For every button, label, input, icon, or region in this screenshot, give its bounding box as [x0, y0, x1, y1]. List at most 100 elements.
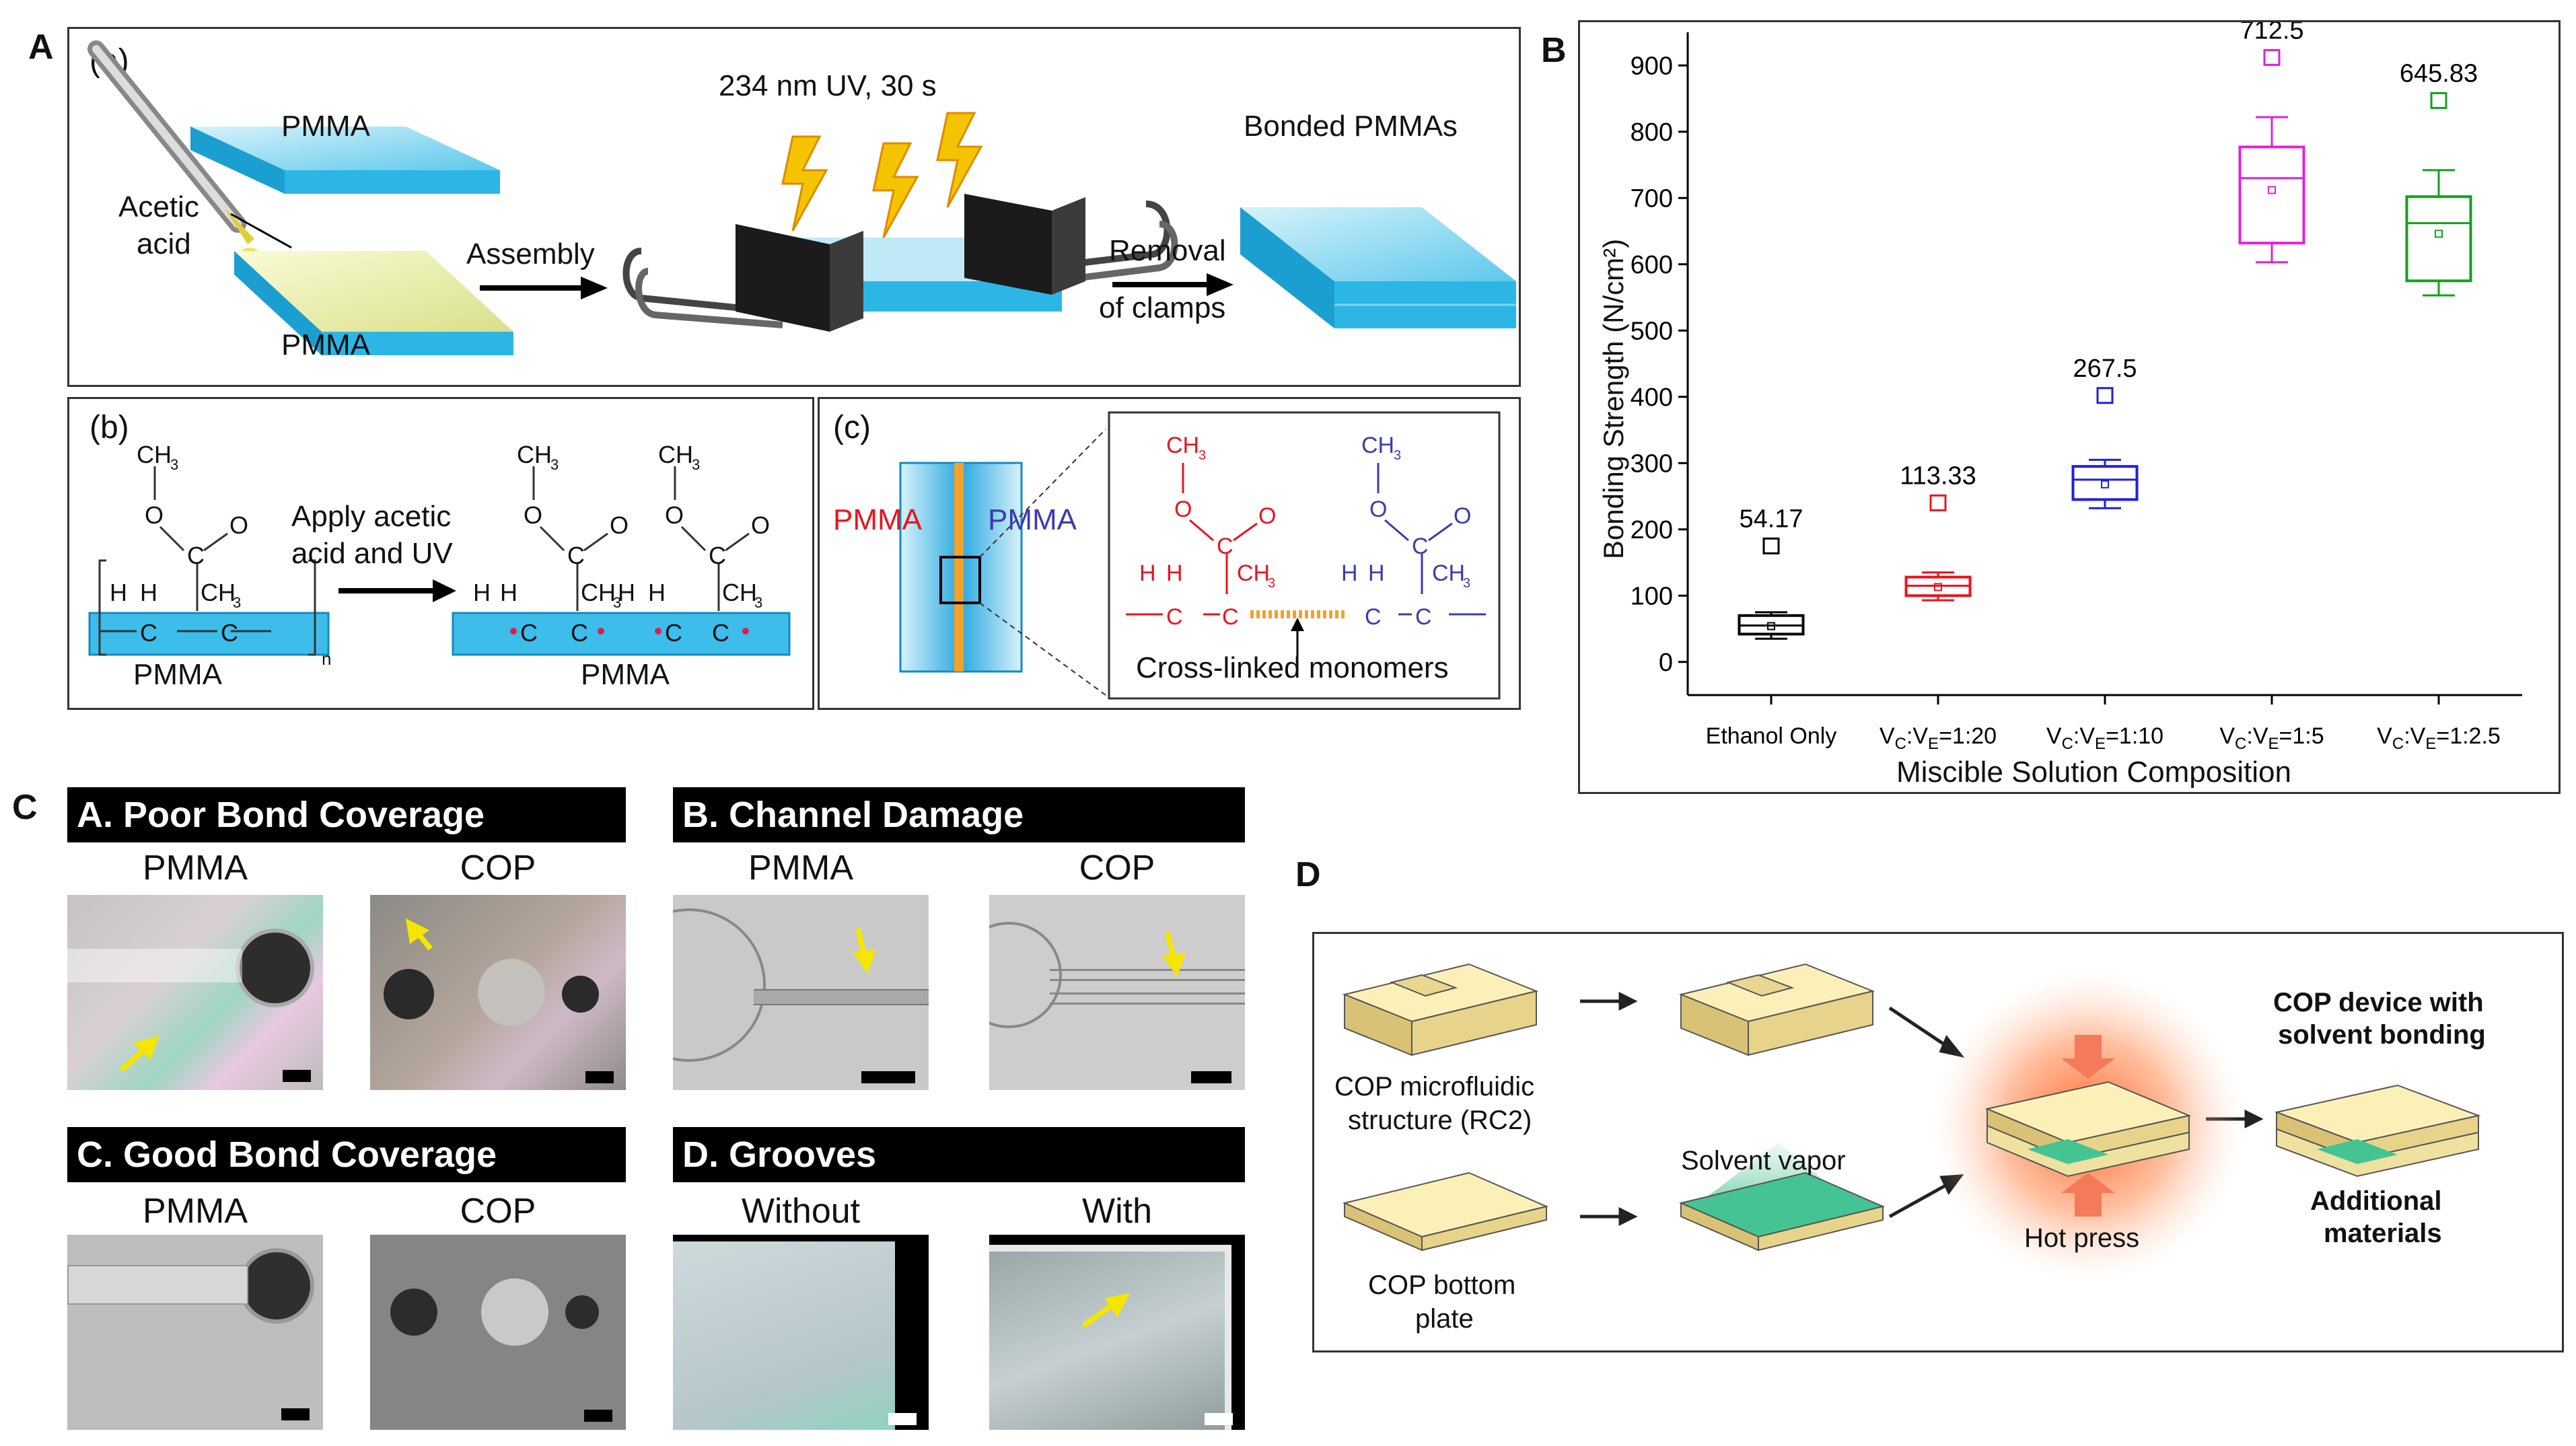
bottom-pmma-plate — [234, 251, 513, 355]
svg-text:O: O — [1454, 503, 1471, 529]
svg-text:n: n — [322, 649, 331, 669]
x-tick-label: VC:VE=1:5 — [2219, 723, 2324, 753]
label-of-clamps: of clamps — [1099, 291, 1226, 324]
svg-text:C: C — [712, 619, 729, 647]
mean-marker — [2435, 229, 2443, 238]
clamped-plates — [622, 194, 1178, 332]
mean-marker — [2101, 480, 2109, 489]
caption-cd-left: Without — [741, 1192, 861, 1231]
svg-text:3: 3 — [550, 456, 559, 473]
outlier-marker — [2263, 48, 2281, 66]
header-channel-damage: B. Channel Damage — [673, 787, 1245, 842]
y-tick-label: 500 — [1631, 317, 1673, 345]
svg-text:CH: CH — [722, 579, 757, 606]
box — [2071, 465, 2139, 501]
image-pmma-poor-bond — [67, 895, 323, 1090]
cop-structure-2 — [1678, 963, 1875, 1056]
label-bonded: Bonded PMMAs — [1244, 110, 1458, 143]
svg-text:H: H — [1166, 561, 1183, 586]
svg-text:C: C — [1415, 604, 1432, 630]
panel-b-chemistry-box: (b) — [67, 397, 814, 710]
uv-lightning-icon — [781, 112, 983, 238]
svg-text:C: C — [665, 619, 682, 647]
data-label: 113.33 — [1900, 462, 1976, 490]
svg-text:O: O — [229, 511, 248, 539]
svg-text:3: 3 — [1198, 448, 1206, 463]
svg-text:C: C — [567, 542, 585, 569]
svg-text:3: 3 — [613, 594, 621, 611]
svg-text:O: O — [1369, 497, 1387, 522]
label-uv: 234 nm UV, 30 s — [719, 69, 937, 102]
y-tick-label: 200 — [1631, 516, 1673, 544]
svg-text:H: H — [110, 579, 127, 606]
removal-arrow — [1112, 273, 1233, 296]
data-label: 54.17 — [1739, 505, 1803, 533]
x-tick-label: VC:VE=1:10 — [2046, 723, 2163, 753]
box — [2405, 195, 2472, 283]
x-tick-label: VC:VE=1:2.5 — [2377, 723, 2501, 753]
caption-cc-left: PMMA — [143, 1192, 248, 1231]
label-solvent-vapor: Solvent vapor — [1681, 1146, 1846, 1176]
outlier-marker — [1762, 537, 1780, 554]
svg-text:CH: CH — [658, 441, 693, 468]
svg-text:H: H — [648, 579, 666, 606]
caption-ca-right: COP — [460, 848, 536, 888]
label-pmma-blue: PMMA — [988, 503, 1077, 536]
label-additional: Additional — [2310, 1186, 2442, 1216]
label-plate: plate — [1415, 1304, 1474, 1334]
svg-text:3: 3 — [170, 456, 178, 473]
svg-text:C: C — [1222, 604, 1239, 630]
svg-text:3: 3 — [754, 594, 762, 611]
label-cop-bottom: COP bottom — [1368, 1270, 1516, 1300]
cop-bonding-flow — [1342, 963, 2481, 1280]
y-tick-label: 400 — [1631, 384, 1673, 412]
label-assembly: Assembly — [466, 238, 595, 270]
svg-text:C: C — [571, 619, 588, 647]
panel-letter-b: B — [1541, 31, 1567, 70]
svg-text:CH: CH — [1166, 433, 1199, 458]
svg-text:3: 3 — [1268, 576, 1275, 591]
label-materials: materials — [2324, 1219, 2442, 1248]
panel-letter-c: C — [12, 788, 38, 827]
image-pmma-channel-damage — [673, 895, 929, 1090]
svg-text:O: O — [751, 511, 770, 539]
svg-text:O: O — [1258, 503, 1276, 529]
label-pmma-right: PMMA — [581, 658, 670, 691]
svg-text:3: 3 — [1394, 448, 1401, 463]
y-tick-label: 900 — [1631, 52, 1673, 80]
mean-marker — [2268, 186, 2276, 194]
bonded-plates — [1240, 207, 1516, 328]
panel-a-process-box: (a) — [67, 27, 1521, 387]
svg-text:3: 3 — [1463, 576, 1470, 591]
caption-ca-left: PMMA — [143, 848, 248, 888]
solvent-vapor-plate — [1678, 1143, 1886, 1252]
svg-text:CH: CH — [137, 441, 172, 468]
box — [2238, 145, 2305, 245]
svg-text:C: C — [1365, 604, 1382, 630]
label-hot-press: Hot press — [2024, 1223, 2140, 1253]
header-good-bond: C. Good Bond Coverage — [67, 1127, 626, 1182]
svg-text:H: H — [140, 579, 157, 606]
pipette-icon — [87, 40, 259, 261]
outlier-marker — [2096, 387, 2114, 404]
svg-text:CH: CH — [1237, 561, 1270, 586]
label-crosslinked: Cross-linked monomers — [1136, 651, 1449, 684]
mean-marker — [1767, 622, 1775, 630]
label-bottom-pmma: PMMA — [281, 328, 370, 361]
chart-x-label: Miscible Solution Composition — [1896, 756, 2291, 789]
y-tick-label: 800 — [1631, 118, 1673, 147]
cop-bottom-plate-1 — [1342, 1171, 1549, 1252]
caption-cb-left: PMMA — [748, 848, 853, 888]
svg-text:H: H — [1368, 561, 1385, 586]
header-poor-bond: A. Poor Bond Coverage — [67, 787, 626, 842]
svg-text:H: H — [1341, 561, 1358, 586]
outlier-marker — [2430, 92, 2447, 109]
data-label: 712.5 — [2240, 22, 2303, 44]
image-cop-poor-bond — [370, 895, 626, 1090]
svg-text:O: O — [1174, 497, 1192, 522]
svg-text:O: O — [145, 501, 164, 529]
label-pmma-red: PMMA — [833, 503, 922, 536]
caption-cd-right: With — [1082, 1192, 1152, 1231]
